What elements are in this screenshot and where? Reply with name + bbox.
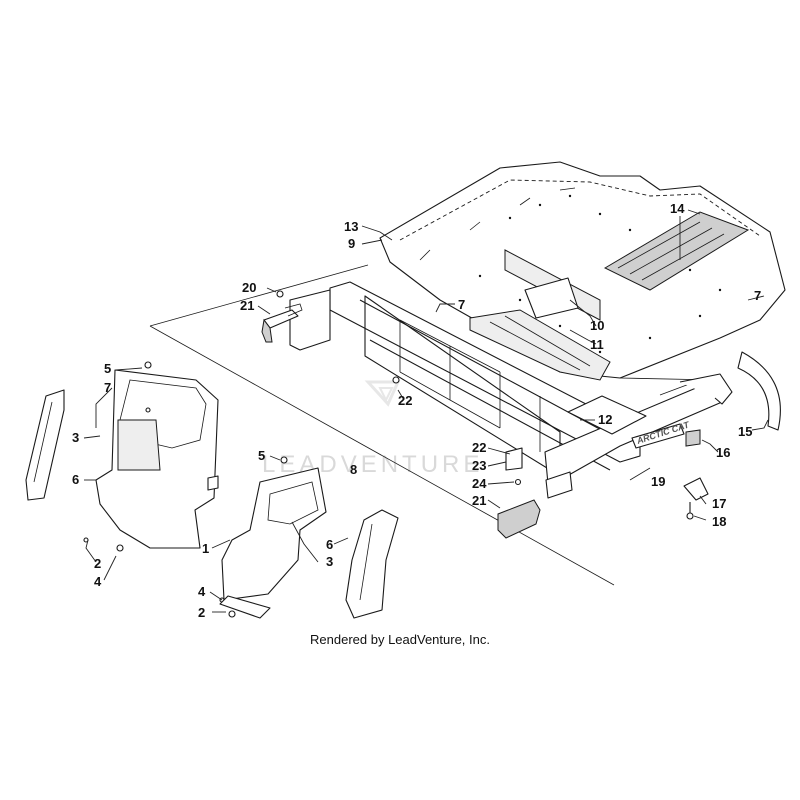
callout-21-lower: 21 — [472, 493, 486, 508]
liner-panel — [504, 249, 601, 321]
callout-19: 19 — [651, 474, 665, 489]
tailgate-panel — [567, 395, 647, 435]
callout-3-left: 3 — [72, 430, 79, 445]
right-side-panel — [345, 509, 399, 619]
callouts: 14 13 9 20 21 7 7 10 11 5 7 22 12 15 16 … — [72, 201, 761, 620]
render-credit: Rendered by LeadVenture, Inc. — [310, 632, 490, 647]
left-fender-housing — [83, 361, 219, 552]
ground-plane-outline — [149, 264, 615, 586]
latch-hardware — [683, 429, 709, 520]
callout-22-upper: 22 — [398, 393, 412, 408]
callout-17: 17 — [712, 496, 726, 511]
callout-4-right: 4 — [198, 584, 206, 599]
callout-2-right: 2 — [198, 605, 205, 620]
cross-member — [469, 309, 611, 381]
callout-2-left: 2 — [94, 556, 101, 571]
leader-lines — [83, 209, 769, 613]
cargo-bed-floor-panel — [379, 161, 786, 379]
upper-bracket — [261, 290, 303, 343]
right-fender-housing — [219, 456, 327, 619]
callout-6-right: 6 — [326, 537, 333, 552]
callout-8: 8 — [350, 462, 357, 477]
callout-16: 16 — [716, 445, 730, 460]
callout-15: 15 — [738, 424, 752, 439]
callout-13: 13 — [344, 219, 358, 234]
watermark-logo-icon — [364, 380, 401, 407]
callout-1: 1 — [202, 541, 209, 556]
callout-7-left: 7 — [104, 380, 111, 395]
callout-14: 14 — [670, 201, 685, 216]
callout-6-left: 6 — [72, 472, 79, 487]
callout-18: 18 — [712, 514, 726, 529]
callout-10: 10 — [590, 318, 604, 333]
callout-5-right: 5 — [258, 448, 265, 463]
callout-20: 20 — [242, 280, 256, 295]
callout-21-upper: 21 — [240, 298, 254, 313]
callout-11: 11 — [590, 337, 604, 352]
callout-5-left: 5 — [104, 361, 111, 376]
lower-bracket — [392, 376, 541, 539]
decal-strip — [603, 211, 750, 291]
callout-22-lower: 22 — [472, 440, 486, 455]
callout-7-floor: 7 — [754, 288, 761, 303]
callout-12: 12 — [598, 412, 612, 427]
callout-9: 9 — [348, 236, 355, 251]
callout-23: 23 — [472, 458, 486, 473]
left-side-panel — [25, 389, 65, 501]
floor-rivets — [478, 194, 722, 354]
callout-24: 24 — [472, 476, 487, 491]
callout-3-right: 3 — [326, 554, 333, 569]
callout-7-rail: 7 — [458, 297, 465, 312]
bumper-bar — [737, 351, 781, 431]
callout-4-left: 4 — [94, 574, 102, 589]
